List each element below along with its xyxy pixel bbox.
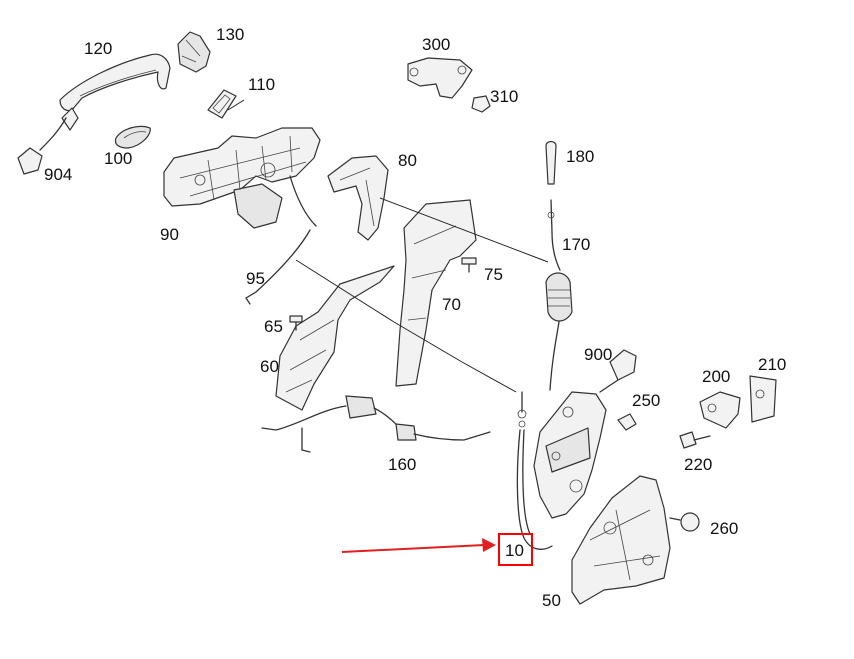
label-120: 120: [84, 39, 112, 58]
rod-95-part: [245, 229, 311, 305]
trim-70-part: [395, 199, 477, 387]
connector-904-part: [17, 147, 43, 175]
bracket-300-part: [407, 57, 473, 99]
label-904: 904: [44, 165, 72, 184]
label-90: 90: [160, 225, 179, 244]
screw-75-part: [461, 257, 477, 273]
outer-handle-part: [59, 53, 171, 131]
label-300: 300: [422, 35, 450, 54]
label-65: 65: [264, 317, 283, 336]
label-170: 170: [562, 235, 590, 254]
leader-lines: [227, 99, 549, 393]
label-70: 70: [442, 295, 461, 314]
label-160: 160: [388, 455, 416, 474]
connector-900-part: [599, 349, 637, 393]
trim-60-part: [275, 265, 395, 411]
handle-gasket-part: [114, 125, 151, 149]
label-10: 10: [505, 541, 524, 560]
label-250: 250: [632, 391, 660, 410]
label-310: 310: [490, 87, 518, 106]
label-210: 210: [758, 355, 786, 374]
bowden-cable-170: [545, 199, 573, 391]
handle-linkage: [39, 117, 67, 151]
label-75: 75: [484, 265, 503, 284]
rod-10-part: [516, 391, 553, 550]
lever-80-part: [327, 155, 389, 241]
label-180: 180: [566, 147, 594, 166]
bolt-260-part: [669, 512, 700, 532]
screw-65-part: [289, 315, 303, 331]
highlight-callout: 10: [341, 533, 533, 566]
door-lock-part: [533, 391, 607, 519]
handle-cap-part: [177, 31, 211, 73]
highlight-arrow: [341, 544, 485, 553]
screw-250-part: [617, 413, 637, 431]
label-110: 110: [248, 75, 275, 94]
label-80: 80: [398, 151, 417, 170]
lock-knob-part: [545, 140, 557, 185]
label-60: 60: [260, 357, 279, 376]
highlight-arrowhead: [482, 538, 496, 552]
clip-310-part: [471, 95, 491, 113]
carrier-rod: [289, 175, 317, 227]
handle-carrier-part: [163, 127, 321, 229]
label-260: 260: [710, 519, 738, 538]
label-50: 50: [542, 591, 561, 610]
highlight-box: [498, 533, 533, 566]
label-220: 220: [684, 455, 712, 474]
latch-housing-50: [571, 475, 671, 605]
label-130: 130: [216, 25, 244, 44]
bolt-220-part: [679, 431, 711, 449]
cable-160-part: [261, 395, 491, 453]
plate-210-part: [749, 375, 777, 423]
gasket-part: [207, 89, 237, 119]
striker-200-part: [699, 391, 741, 429]
label-200: 200: [702, 367, 730, 386]
label-100: 100: [104, 149, 132, 168]
label-900: 900: [584, 345, 612, 364]
label-95: 95: [246, 269, 265, 288]
